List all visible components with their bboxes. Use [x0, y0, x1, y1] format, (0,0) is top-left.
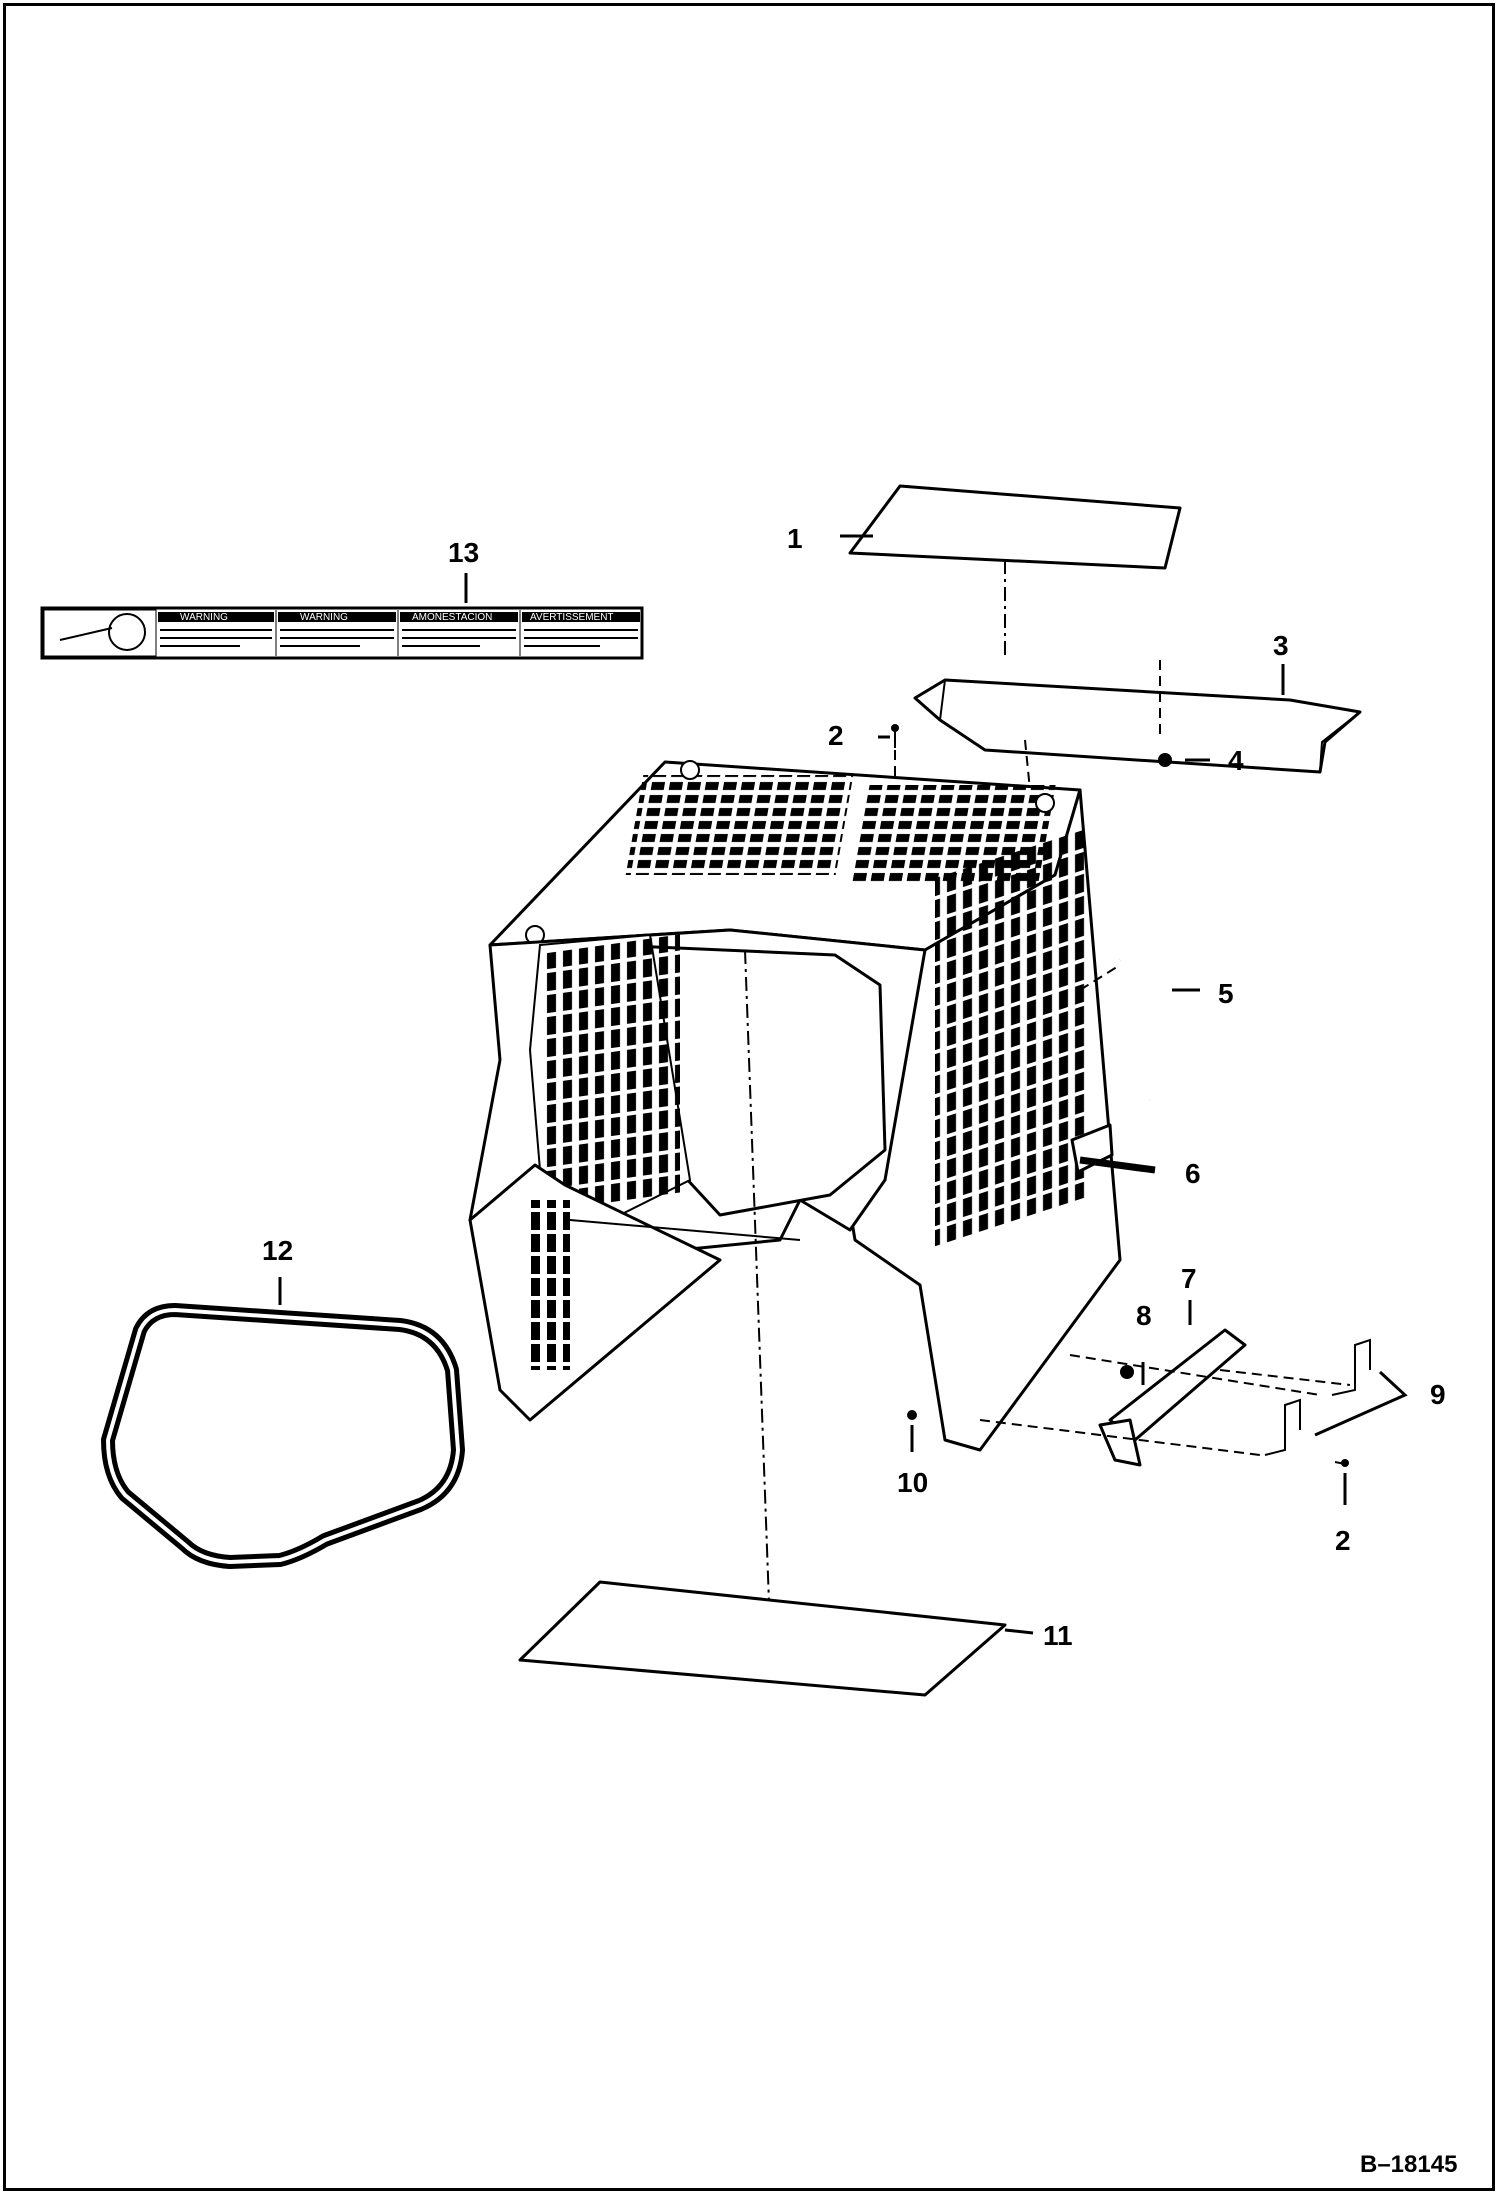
bolt-top	[891, 724, 899, 780]
washer	[907, 1410, 917, 1420]
top-pad	[848, 484, 1182, 660]
brackets	[979, 1338, 1371, 1456]
decal-panel-1: WARNING	[180, 612, 228, 623]
decal-panel-3: AMONESTACION	[412, 612, 492, 623]
figure-number: B–18145	[1360, 2151, 1457, 2178]
leader-lines	[278, 534, 1408, 1635]
callout-3: 3	[1273, 630, 1289, 661]
grab-handle	[1079, 947, 1173, 1102]
callout-10: 10	[897, 1467, 928, 1498]
callout-11: 11	[1043, 1620, 1073, 1651]
decal-panel-4: AVERTISSEMENT	[530, 612, 614, 623]
bolt-bottom	[1334, 1459, 1349, 1467]
callout-4: 4	[1228, 745, 1244, 776]
callout-5: 5	[1218, 978, 1234, 1009]
callout-2-bottom: 2	[1335, 1525, 1351, 1556]
callout-1: 1	[787, 523, 803, 554]
decal-panel-2: WARNING	[300, 612, 348, 623]
step-channel	[1098, 1328, 1351, 1467]
callout-2-top: 2	[828, 720, 844, 751]
warning-decal: WARNING WARNING AMONESTACION AVERTISSEME…	[40, 606, 644, 660]
nut-small	[1120, 1365, 1134, 1379]
cab-body	[468, 760, 1122, 1631]
callout-7: 7	[1181, 1263, 1197, 1294]
window-seal	[101, 1303, 465, 1569]
callout-9: 9	[1430, 1379, 1446, 1410]
callout-13: 13	[448, 537, 479, 568]
callout-12: 12	[262, 1235, 293, 1266]
callout-6: 6	[1185, 1158, 1201, 1189]
nut	[1158, 753, 1172, 767]
callout-8: 8	[1136, 1300, 1152, 1331]
page-border	[3, 3, 1495, 2191]
side-bolt	[1070, 1123, 1156, 1174]
floor-mat	[518, 1580, 1007, 1697]
top-bracket	[913, 660, 1362, 791]
